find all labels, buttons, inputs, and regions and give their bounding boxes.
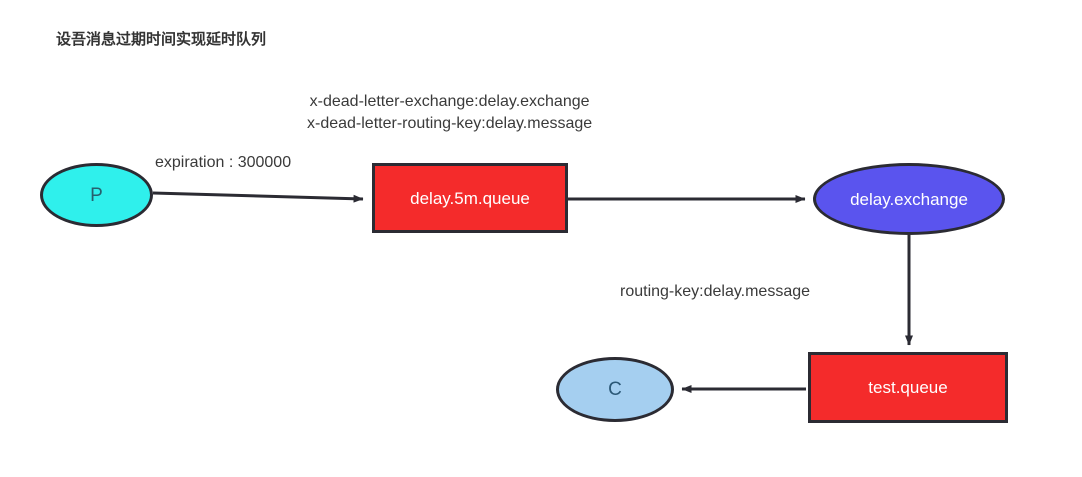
edge-label-dead-letter-routing-key: x-dead-letter-routing-key:delay.message <box>307 114 593 132</box>
node-delay-exchange[interactable]: delay.exchange <box>813 163 1005 235</box>
node-test-queue-label: test.queue <box>868 378 948 397</box>
edge-label-expiration: expiration : 300000 <box>155 154 292 171</box>
page-title: 设吾消息过期时间实现延时队列 <box>56 31 267 48</box>
node-producer-label: P <box>90 184 103 206</box>
edge-label-dead-letter-exchange: x-dead-letter-exchange:delay.exchange <box>309 93 590 110</box>
node-delay-queue[interactable]: delay.5m.queue <box>372 163 568 233</box>
edge-label-dead-letter: x-dead-letter-exchange:delay.exchange x-… <box>307 91 592 134</box>
edge-producer-to-delay-queue <box>152 191 364 203</box>
node-consumer[interactable]: C <box>556 357 674 422</box>
node-consumer-label: C <box>608 379 622 400</box>
node-delay-exchange-label: delay.exchange <box>850 189 968 209</box>
node-producer[interactable]: P <box>40 163 153 227</box>
node-test-queue[interactable]: test.queue <box>808 352 1008 423</box>
edge-label-routing-key: routing-key:delay.message <box>620 283 811 300</box>
node-delay-queue-label: delay.5m.queue <box>410 188 530 208</box>
